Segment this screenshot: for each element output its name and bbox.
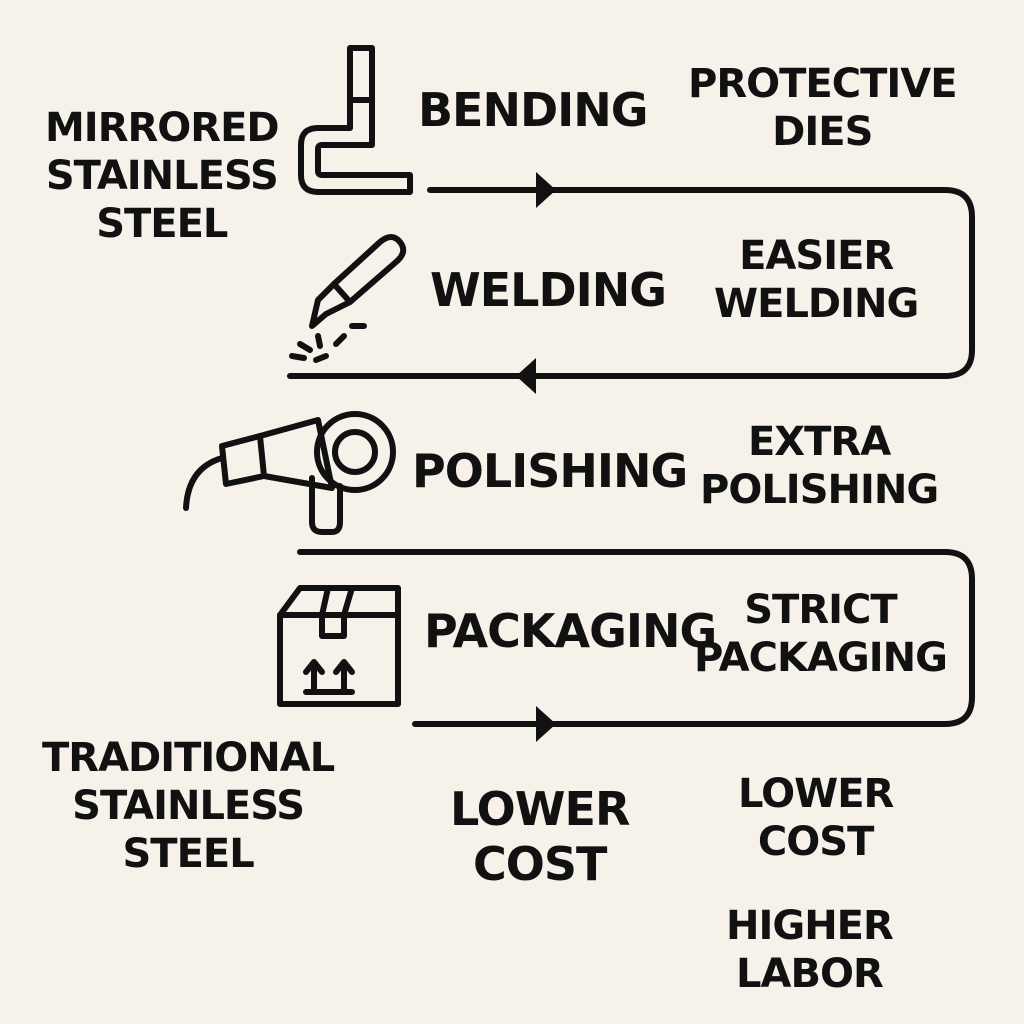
benefit-easier-welding: EASIER WELDING [714,233,919,327]
welding-torch-icon [289,234,407,363]
traditional-stainless-steel-label: TRADITIONAL STAINLESS STEEL [42,735,335,877]
step-polishing-label: POLISHING [412,444,688,498]
benefit-extra-polishing: EXTRA POLISHING [700,419,939,513]
bent-tube-icon [298,45,413,195]
shipping-box-icon [277,585,401,707]
step-welding-label: WELDING [430,263,667,317]
step-packaging-label: PACKAGING [424,604,717,658]
outcome-higher-labor: HIGHER LABOR [726,903,894,997]
outcome-lower-cost-right: LOWER COST [738,771,894,865]
flow-line-lower [297,549,975,727]
flow-arrow-right-top [536,172,556,208]
flow-line-upper [287,187,975,379]
mirrored-stainless-steel-label: MIRRORED STAINLESS STEEL [45,105,280,247]
step-bending-label: BENDING [418,83,649,137]
flow-arrow-right-bottom [536,706,556,742]
outcome-lower-cost-left: LOWER COST [450,782,630,892]
benefit-strict-packaging: STRICT PACKAGING [694,587,948,681]
angle-grinder-icon [183,411,396,535]
benefit-protective-dies: PROTECTIVE DIES [688,61,958,155]
flow-arrow-left [516,358,536,394]
